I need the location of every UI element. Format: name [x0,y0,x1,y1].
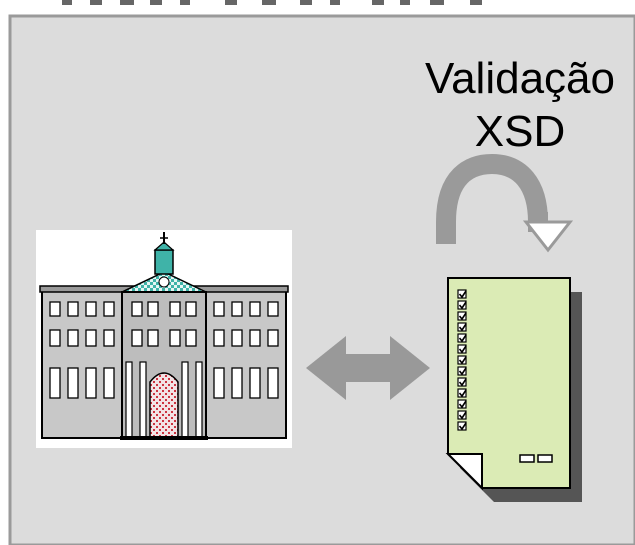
curved-arrow-icon [436,153,574,253]
check-mark-icon [458,312,467,321]
check-mark-icon [458,334,467,343]
check-mark-icon [458,400,467,409]
top-edge-decoration [62,0,482,5]
validation-label: Validação XSD [405,52,635,158]
check-mark-icon [458,290,467,299]
validation-label-line2: XSD [474,107,566,156]
double-arrow-icon [306,336,430,400]
check-mark-icon [458,345,467,354]
check-mark-icon [458,367,467,376]
check-mark-icon [458,301,467,310]
school-building-icon [36,230,292,448]
check-mark-icon [458,389,467,398]
check-mark-icon [458,356,467,365]
check-mark-icon [458,323,467,332]
validation-label-line1: Validação [425,54,615,103]
checkbox-list [457,289,467,431]
checklist-document-icon [445,277,582,502]
check-mark-icon [458,378,467,387]
check-mark-icon [458,422,467,431]
check-mark-icon [458,411,467,420]
